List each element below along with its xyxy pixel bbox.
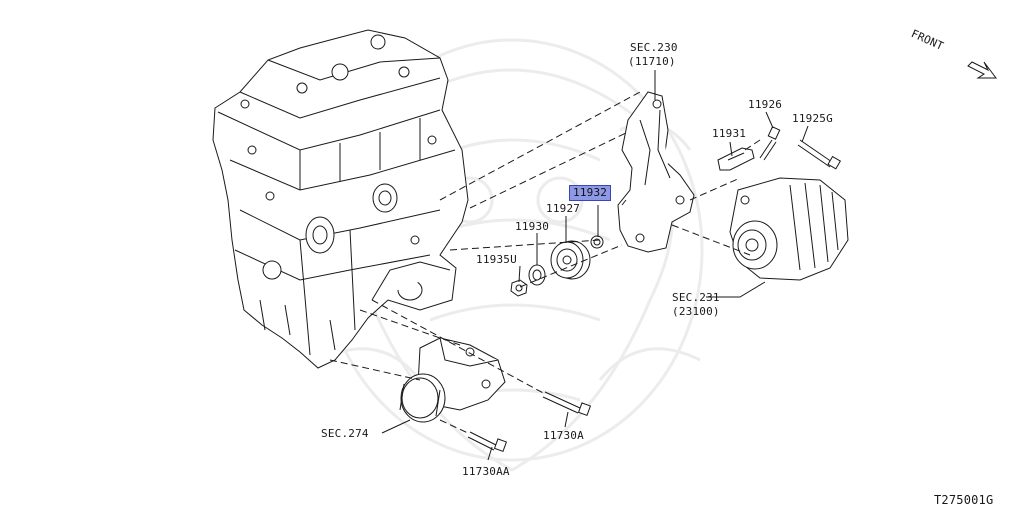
label-11925g: 11925G [792, 112, 833, 125]
label-11931: 11931 [712, 127, 747, 140]
idler-pulley-11927 [550, 240, 591, 280]
leader-lines [381, 70, 809, 461]
bolt-11730a [542, 391, 592, 417]
label-11927: 11927 [546, 202, 581, 215]
bolt-11926 [759, 126, 781, 161]
front-arrow-icon [967, 61, 997, 79]
label-sec274: SEC.274 [321, 427, 369, 440]
bolt-11730aa [467, 431, 508, 453]
label-sec230: SEC.230 [630, 41, 678, 54]
bolt-11925g [797, 139, 842, 170]
power-steering-pump [399, 337, 506, 423]
label-11935u: 11935U [476, 253, 517, 266]
label-11926: 11926 [748, 98, 783, 111]
nut-11935u [510, 279, 528, 297]
label-11730aa: 11730AA [462, 465, 510, 478]
figure-id: T275001G [934, 493, 994, 507]
label-11710: (11710) [628, 55, 676, 68]
alignment-lines [329, 91, 761, 435]
label-sec231: SEC.231 [672, 291, 720, 304]
engine-block [212, 29, 469, 369]
label-11730a: 11730A [543, 429, 584, 442]
washer-11932 [590, 235, 604, 249]
plate-11931 [717, 147, 755, 171]
label-11932-highlighted[interactable]: 11932 [569, 185, 612, 201]
alternator [729, 177, 849, 281]
alternator-bracket [617, 91, 695, 253]
label-11930: 11930 [515, 220, 550, 233]
label-23100: (23100) [672, 305, 720, 318]
spacer-11930 [528, 264, 546, 286]
